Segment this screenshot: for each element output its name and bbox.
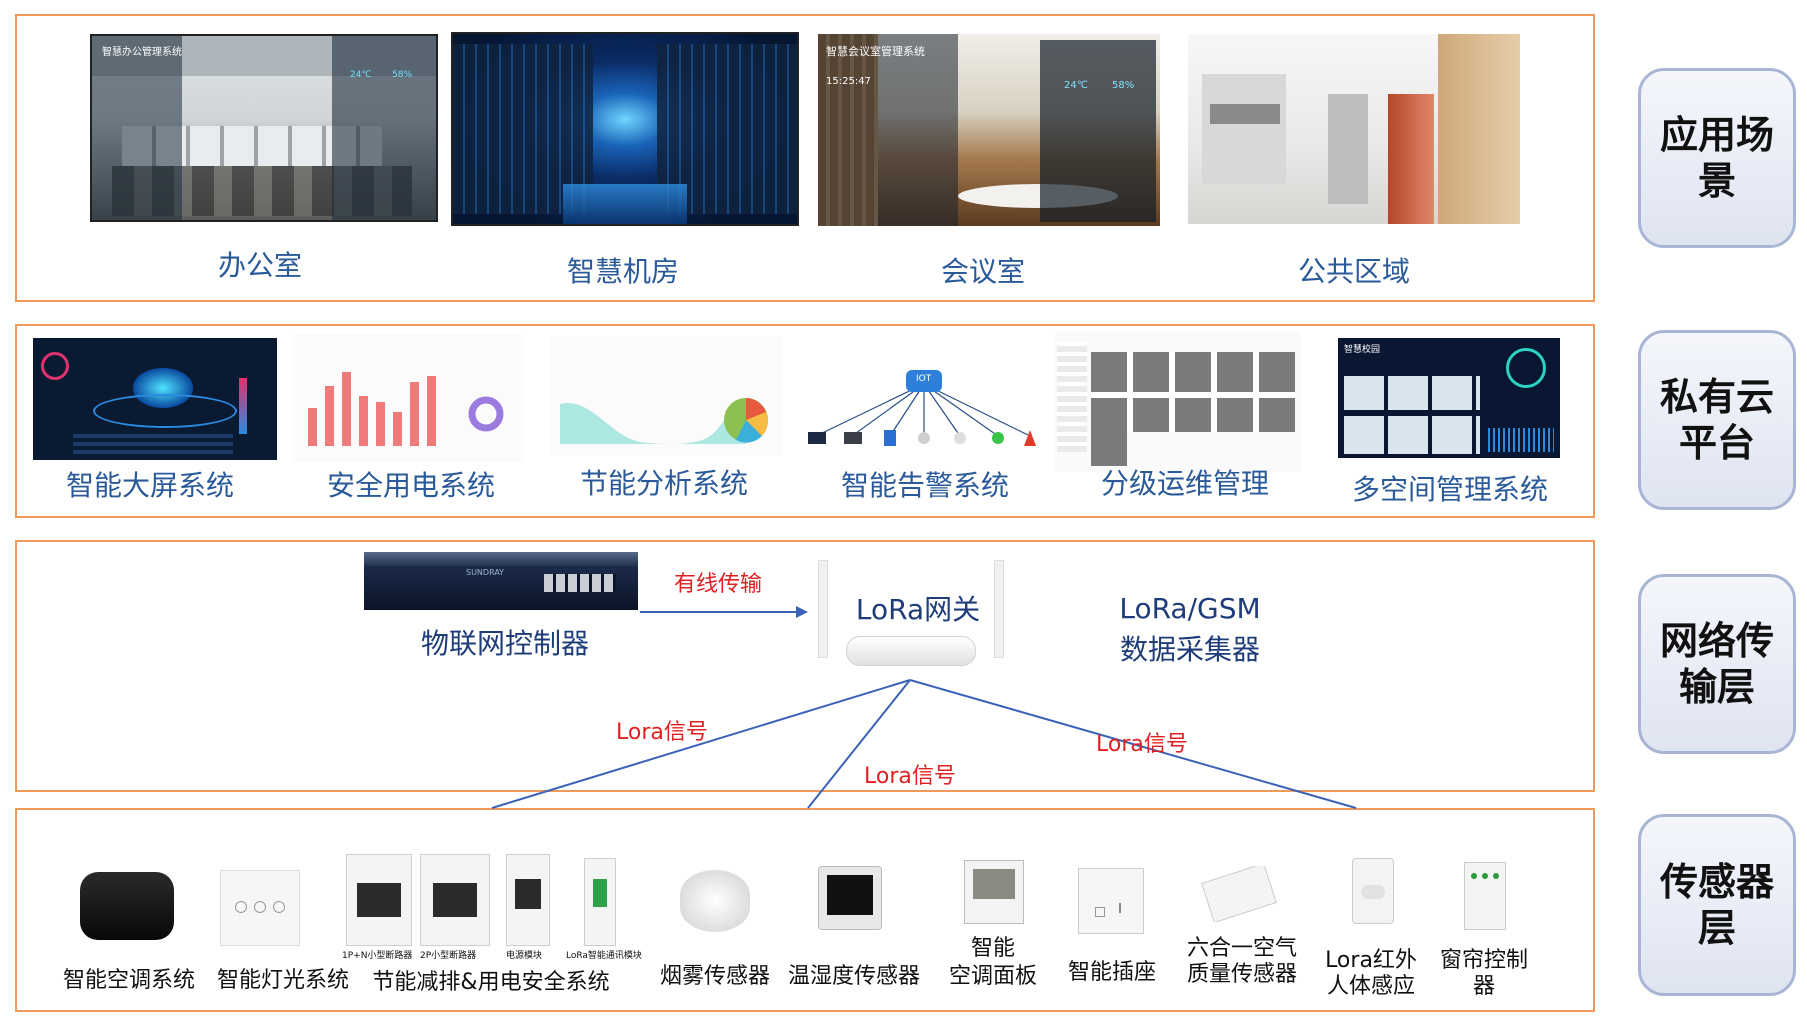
scene-label-server-room: 智慧机房	[566, 255, 679, 288]
sensor-label-temp-humidity: 温湿度传感器	[787, 964, 920, 989]
sensor-label-air-line2: 质量传感器	[1186, 962, 1297, 987]
platform-label-multi-space: 多空间管理系统	[1351, 473, 1548, 506]
sensor-label-ir-line2: 人体感应	[1326, 974, 1415, 999]
layer-label-network: 网络传输层	[1638, 574, 1796, 754]
safe-power-bar	[325, 386, 334, 446]
office-scene-image: 智慧办公管理系统 24℃ 58%	[90, 34, 438, 222]
sensor-label-ac-panel-line2: 空调面板	[948, 964, 1037, 989]
server-room-scene-image	[451, 32, 799, 226]
infrared-sensor-device	[1352, 858, 1394, 924]
collector-label-line2: 数据采集器	[1119, 633, 1260, 666]
controller-brand: SUNDRAY	[466, 568, 505, 577]
tiered-ops-image	[1055, 332, 1301, 472]
energy-pie-slice-3	[736, 420, 762, 443]
lora-signal-label-center: Lora信号	[864, 764, 956, 789]
sensor-label-ac-system: 智能空调系统	[62, 968, 195, 993]
lora-signal-label-left: Lora信号	[616, 720, 708, 745]
platform-label-big-screen: 智能大屏系统	[65, 469, 234, 502]
air-quality-sensor-device	[1200, 866, 1280, 922]
scene-label-office: 办公室	[217, 249, 302, 282]
power-module-caption: 电源模块	[506, 951, 543, 961]
sensor-label-air-line1: 六合一空气	[1186, 936, 1297, 961]
safe-power-bar	[410, 382, 419, 446]
public-area-scene-image	[1188, 34, 1520, 224]
layer-label-sensor: 传感器层	[1638, 814, 1796, 996]
curtain-controller-device	[1464, 862, 1506, 930]
big-screen-system-image	[33, 338, 277, 460]
breaker-1p-device	[346, 854, 412, 946]
safe-power-system-image	[292, 334, 524, 462]
sensor-label-energy-system: 节能减排&用电安全系统	[372, 970, 610, 995]
safe-power-bar	[393, 412, 402, 446]
platform-label-energy-analysis: 节能分析系统	[579, 467, 748, 500]
sensor-label-smoke: 烟雾传感器	[659, 964, 770, 989]
sensor-label-curtain-line2: 器	[1472, 974, 1495, 999]
power-module-device	[506, 854, 550, 946]
alarm-network-diagram	[808, 370, 1036, 446]
lora-module-caption: LoRa智能通讯模块	[566, 951, 642, 961]
light-switch-device	[220, 870, 300, 946]
breaker-2p-device	[420, 854, 490, 946]
lora-gateway-label: LoRa网关	[855, 593, 981, 626]
controller-label: 物联网控制器	[420, 627, 589, 660]
platform-label-tiered-ops: 分级运维管理	[1100, 467, 1269, 500]
safe-power-bar	[342, 372, 351, 446]
lora-signal-label-right: Lora信号	[1096, 732, 1188, 757]
safe-power-bar	[308, 408, 317, 446]
sensor-label-curtain-line1: 窗帘控制	[1439, 948, 1528, 973]
sensor-label-ac-panel-line1: 智能	[970, 936, 1015, 961]
temp-humidity-sensor-device	[818, 866, 882, 930]
layer-label-application: 应用场景	[1638, 68, 1796, 248]
safe-power-bar-chart	[308, 372, 504, 446]
safe-power-bar	[376, 402, 385, 446]
lora-gateway-device	[810, 556, 1010, 668]
platform-label-safe-power: 安全用电系统	[326, 469, 495, 502]
breaker-1p-caption: 1P+N小型断路器	[342, 951, 413, 961]
smoke-sensor-device	[680, 870, 750, 932]
safe-power-donut	[468, 396, 504, 432]
energy-area-chart	[560, 397, 768, 444]
smart-socket-device	[1078, 868, 1144, 934]
alarm-iot-label: IOT	[916, 374, 932, 384]
office-temp-readout: 24℃	[350, 70, 372, 80]
meeting-screen-time: 15:25:47	[826, 76, 871, 87]
energy-pie-slice-2	[746, 412, 768, 436]
energy-pie-slice-1	[746, 398, 766, 420]
lora-module-device	[584, 858, 616, 946]
sensor-label-ir-line1: Lora红外	[1325, 948, 1417, 973]
meeting-room-scene-image: 智慧会议室管理系统 15:25:47 24℃ 58%	[818, 34, 1160, 226]
safe-power-bar	[427, 376, 436, 446]
collector-label-line1: LoRa/GSM	[1119, 592, 1261, 625]
ac-hub-device	[80, 872, 174, 940]
wired-transmission-label: 有线传输	[674, 572, 763, 597]
energy-analysis-system-image	[550, 336, 782, 456]
office-screen-title: 智慧办公管理系统	[102, 47, 182, 58]
meeting-screen-title: 智慧会议室管理系统	[826, 45, 925, 58]
ac-panel-device	[964, 860, 1024, 924]
smart-alarm-system-image: IOT	[802, 356, 1046, 452]
meeting-temp-readout: 24℃	[1064, 80, 1088, 91]
multi-space-system-image: 智慧校园	[1338, 338, 1560, 458]
energy-area	[560, 397, 746, 444]
network-layer-panel	[15, 540, 1595, 792]
safe-power-bar	[359, 396, 368, 446]
iot-controller-device: SUNDRAY	[364, 552, 638, 610]
scene-label-public-area: 公共区域	[1297, 255, 1410, 288]
platform-label-smart-alarm: 智能告警系统	[840, 469, 1009, 502]
layer-label-cloud: 私有云平台	[1638, 330, 1796, 510]
multi-space-title: 智慧校园	[1344, 345, 1381, 355]
sensor-label-light-system: 智能灯光系统	[216, 968, 349, 993]
office-humidity-readout: 58%	[392, 70, 413, 80]
sensor-label-socket: 智能插座	[1067, 960, 1156, 985]
scene-label-meeting-room: 会议室	[940, 255, 1025, 288]
meeting-humidity-readout: 58%	[1112, 80, 1135, 91]
breaker-2p-caption: 2P小型断路器	[420, 951, 477, 961]
